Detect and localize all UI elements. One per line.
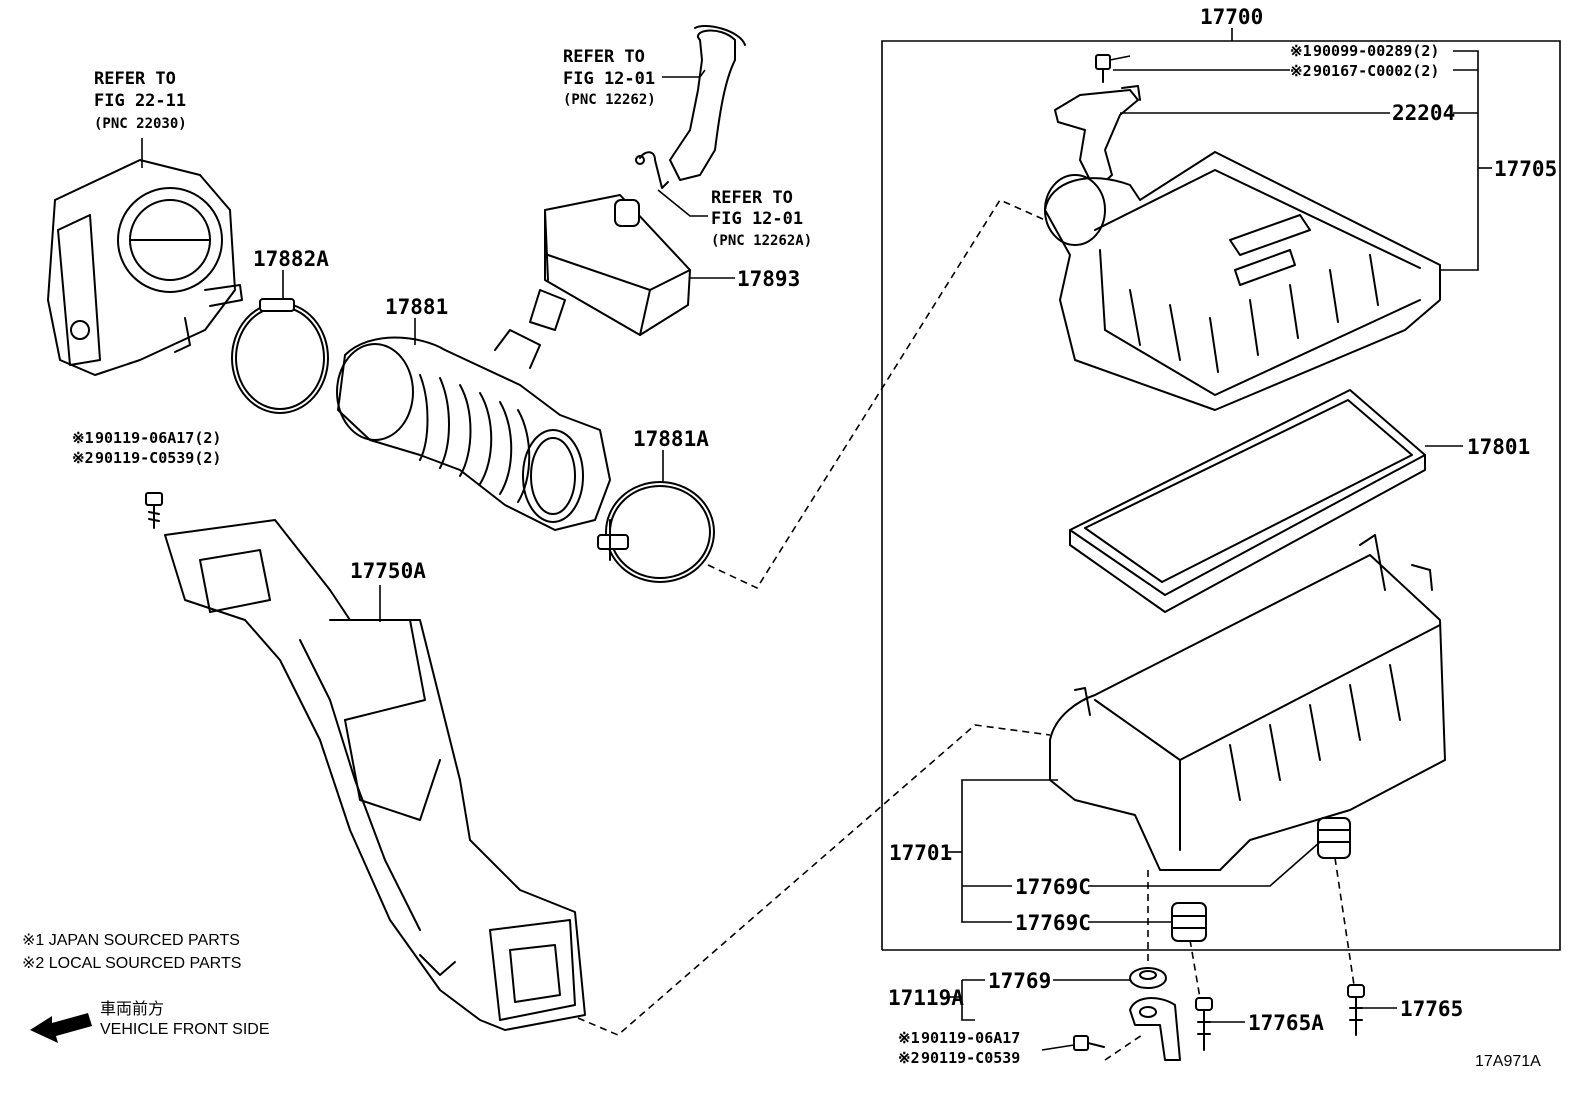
figure-id: 17A971A bbox=[1475, 1053, 1541, 1070]
ref-clip-line-2: FIG 12-01 bbox=[711, 209, 803, 229]
bolt-bottom-mark-1: ※1 bbox=[898, 1029, 920, 1047]
ref-throttle-line-3: (PNC 22030) bbox=[94, 116, 187, 132]
ref-throttle-line-2: FIG 22-11 bbox=[94, 91, 186, 111]
part-number-17769C-upper: 17769C bbox=[1015, 875, 1091, 899]
part-number-17705: 17705 bbox=[1494, 157, 1557, 181]
sensor-22204-illustration bbox=[1054, 54, 1141, 191]
bolt-left-mark-1: ※1 bbox=[72, 429, 94, 447]
part-number-17893: 17893 bbox=[737, 267, 800, 291]
ref-hose-line-2: FIG 12-01 bbox=[563, 69, 655, 89]
intake-hose-17881-illustration bbox=[336, 329, 611, 531]
ref-clip-line-3: (PNC 12262A) bbox=[711, 233, 812, 249]
note-vehicle-front-en: VEHICLE FRONT SIDE bbox=[100, 1021, 270, 1038]
part-number-17882A: 17882A bbox=[253, 247, 329, 271]
bolt-bottom-part-1: 90119-06A17 bbox=[921, 1029, 1020, 1047]
part-number-22204: 22204 bbox=[1392, 101, 1455, 125]
part-number-17769: 17769 bbox=[988, 969, 1051, 993]
part-number-17700: 17700 bbox=[1200, 5, 1263, 29]
note-japan-sourced: ※1 JAPAN SOURCED PARTS bbox=[22, 932, 240, 949]
grommet-17769-illustration bbox=[1129, 967, 1167, 989]
bolt-top-part-1: 90099-00289(2) bbox=[1313, 42, 1439, 60]
grommet-center-illustration bbox=[1171, 902, 1207, 942]
lower-case-17701-illustration bbox=[1049, 534, 1446, 871]
part-number-17701: 17701 bbox=[889, 841, 952, 865]
pin-17765A-illustration bbox=[1195, 997, 1213, 1051]
bolt-left-part-2: 90119-C0539(2) bbox=[95, 449, 221, 467]
part-number-17765A: 17765A bbox=[1248, 1011, 1324, 1035]
part-number-17750A: 17750A bbox=[350, 559, 426, 583]
bolt-left-part-1: 90119-06A17(2) bbox=[95, 429, 221, 447]
filter-17801-illustration bbox=[1069, 389, 1426, 613]
vehicle-front-arrow-icon bbox=[30, 1013, 92, 1043]
throttle-body-illustration bbox=[47, 159, 243, 376]
part-number-17881: 17881 bbox=[385, 295, 448, 319]
ref-clip-line-1: REFER TO bbox=[711, 188, 793, 208]
ref-hose-line-1: REFER TO bbox=[563, 47, 645, 67]
clamp-17882A-illustration bbox=[231, 298, 329, 414]
bolt-bottom-mark-2: ※2 bbox=[898, 1049, 920, 1067]
note-vehicle-front-jp: 車両前方 bbox=[100, 1000, 164, 1018]
resonator-17893-illustration bbox=[529, 194, 691, 336]
pin-17765-illustration bbox=[1347, 984, 1365, 1036]
bolt-left-mark-2: ※2 bbox=[72, 449, 94, 467]
assembly-17700-box bbox=[881, 28, 1561, 951]
leader-lines bbox=[141, 50, 1492, 1061]
ref-hose-line-3: (PNC 12262) bbox=[563, 92, 656, 108]
bolt-bottom-illustration bbox=[1073, 1035, 1105, 1051]
clip-12262A-illustration bbox=[635, 151, 669, 189]
bracket-illustration bbox=[1129, 997, 1181, 1061]
upper-case-17705-illustration bbox=[1044, 151, 1441, 411]
part-number-17801: 17801 bbox=[1467, 435, 1530, 459]
bolt-top-mark-2: ※2 bbox=[1290, 62, 1312, 80]
bolt-top-mark-1: ※1 bbox=[1290, 42, 1312, 60]
air-duct-17750A-illustration bbox=[164, 519, 586, 1031]
bolt-bottom-part-2: 90119-C0539 bbox=[921, 1049, 1020, 1067]
grommet-right-illustration bbox=[1317, 817, 1351, 859]
ref-throttle-line-1: REFER TO bbox=[94, 69, 176, 89]
hose-12262-illustration bbox=[669, 25, 746, 181]
part-number-17765: 17765 bbox=[1400, 997, 1463, 1021]
part-number-17881A: 17881A bbox=[633, 427, 709, 451]
part-number-17769C-lower: 17769C bbox=[1015, 911, 1091, 935]
note-local-sourced: ※2 LOCAL SOURCED PARTS bbox=[22, 955, 241, 972]
part-number-17119A: 17119A bbox=[888, 986, 964, 1010]
clamp-17881A-illustration bbox=[597, 481, 715, 583]
bolt-left-illustration bbox=[145, 492, 163, 529]
bolt-top-part-2: 90167-C0002(2) bbox=[1313, 62, 1439, 80]
